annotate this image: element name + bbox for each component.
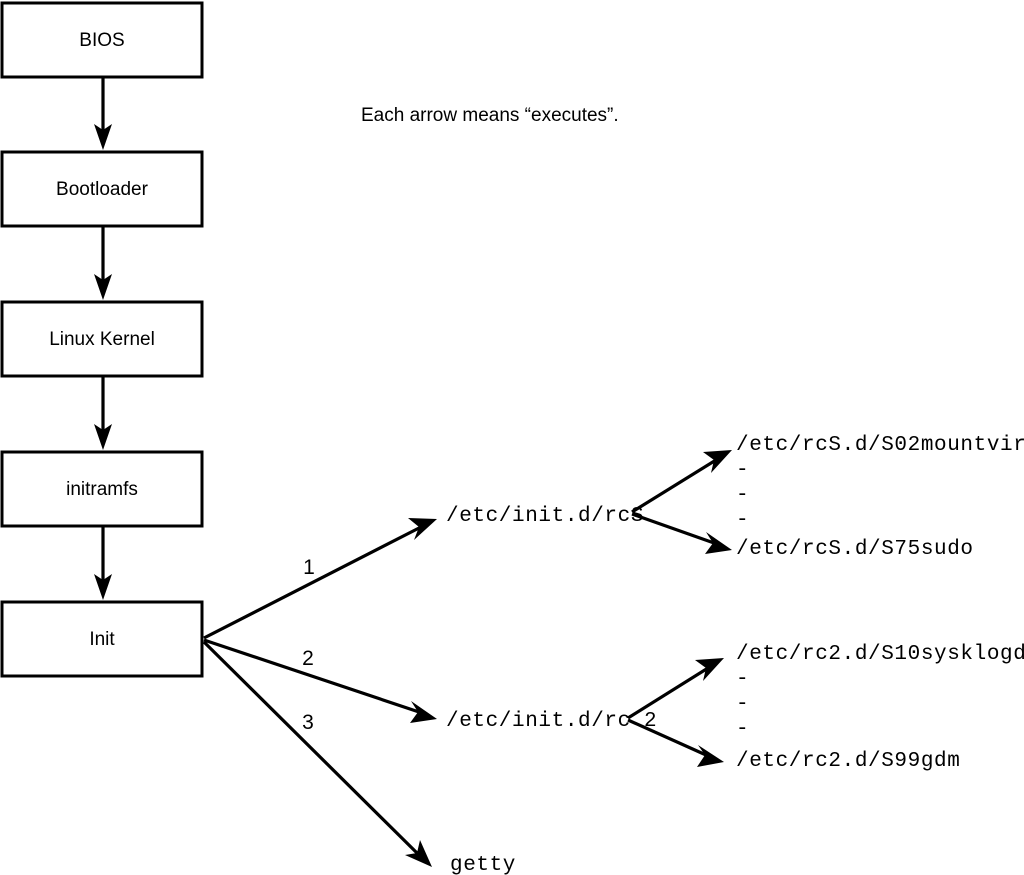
node-kernel-label: Linux Kernel	[49, 329, 155, 350]
node-bios[interactable]: BIOS	[0, 1, 204, 79]
label-rc2-last-script: /etc/rc2.d/S99gdm	[736, 750, 960, 773]
arrow-rcs-to-first	[631, 450, 732, 514]
label-rcs-script: /etc/init.d/rcS	[446, 505, 644, 528]
arrow-bios-to-bootloader	[94, 77, 112, 150]
node-bootloader[interactable]: Bootloader	[0, 150, 204, 228]
label-rcs-last-script: /etc/rcS.d/S75sudo	[736, 538, 974, 561]
arrow-rc2-to-first	[627, 658, 724, 720]
arrow-rc2-to-last	[627, 718, 724, 767]
node-init-box[interactable]	[0, 600, 204, 678]
rc2-ellipsis-dash-1: -	[736, 668, 749, 691]
label-getty: getty	[450, 854, 516, 875]
arrow-bootloader-to-kernel	[94, 226, 112, 300]
node-bootloader-label: Bootloader	[56, 179, 149, 200]
label-rcs-first-script: /etc/rcS.d/S02mountvirtfs	[736, 434, 1024, 457]
rc2-ellipsis-dash-3: -	[736, 718, 749, 741]
label-rc2-script: /etc/init.d/rc 2	[446, 710, 657, 733]
node-init[interactable]: Init	[0, 600, 204, 678]
node-initramfs-label: initramfs	[66, 479, 138, 500]
node-init-label: Init	[89, 629, 115, 650]
label-rc2-first-script: /etc/rc2.d/S10sysklogd	[736, 643, 1024, 666]
node-bios-box[interactable]	[0, 1, 204, 79]
rc2-ellipsis-dash-2: -	[736, 693, 749, 716]
node-bootloader-box[interactable]	[0, 150, 204, 228]
rcs-ellipsis-dash-1: -	[736, 459, 749, 482]
rcs-ellipsis-dash-2: -	[736, 484, 749, 507]
node-initramfs[interactable]: initramfs	[0, 450, 204, 528]
arrow-initramfs-to-init	[94, 526, 112, 600]
edge-number-3: 3	[302, 711, 314, 734]
arrow-init-branch-3	[202, 640, 432, 867]
edge-number-1: 1	[303, 556, 315, 579]
node-bios-label: BIOS	[79, 30, 124, 51]
arrow-init-branch-1	[203, 518, 437, 640]
arrow-kernel-to-initramfs	[94, 376, 112, 450]
diagram-caption: Each arrow means “executes”.	[361, 105, 619, 126]
arrow-rcs-to-last	[631, 512, 732, 554]
rcs-ellipsis-dash-3: -	[736, 509, 749, 532]
edge-number-2: 2	[302, 647, 314, 670]
node-initramfs-box[interactable]	[0, 450, 204, 528]
node-kernel[interactable]: Linux Kernel	[0, 300, 204, 378]
arrow-init-branch-2	[203, 638, 437, 723]
